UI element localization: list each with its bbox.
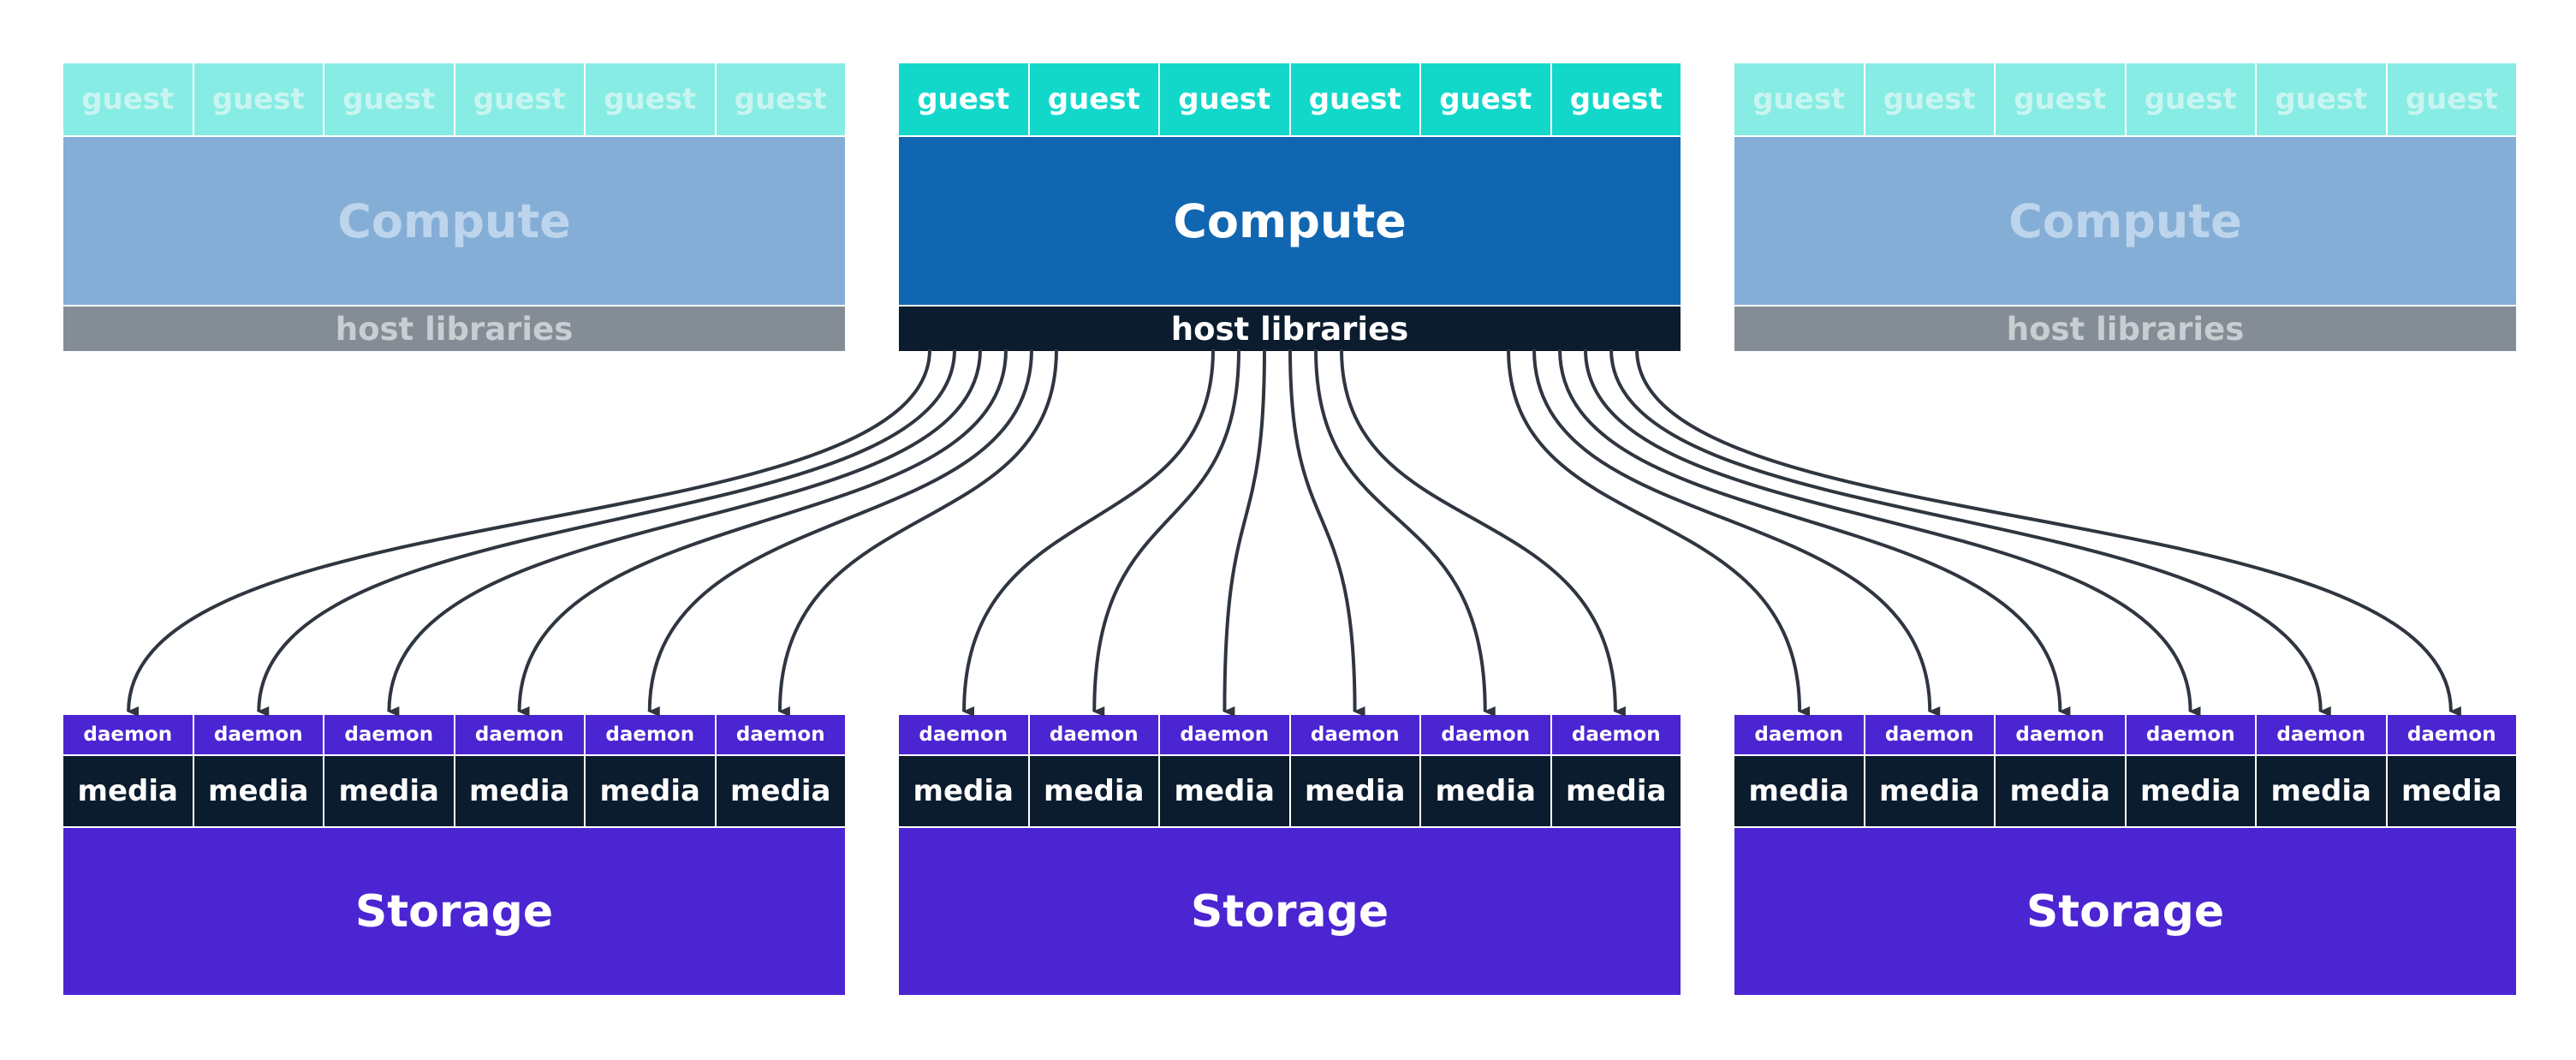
daemon-cell: daemon	[1160, 715, 1291, 754]
daemon-cell: daemon	[1865, 715, 1996, 754]
daemon-cell: daemon	[455, 715, 586, 754]
guest-cell: guest	[1421, 63, 1552, 135]
connection-arrow	[1558, 348, 2071, 717]
storage-label: Storage	[899, 826, 1681, 995]
daemon-cell: daemon	[1734, 715, 1865, 754]
media-cell: media	[1160, 756, 1291, 826]
compute-node-2: guest guest guest guest guest guest Comp…	[899, 63, 1681, 351]
guest-cell: guest	[2257, 63, 2388, 135]
guest-row: guest guest guest guest guest guest	[1734, 63, 2516, 135]
media-cell: media	[899, 756, 1030, 826]
media-cell: media	[2126, 756, 2257, 826]
connection-arrow	[1635, 348, 2461, 717]
connection-arrow	[777, 348, 1058, 718]
daemon-cell: daemon	[1290, 715, 1421, 754]
storage-node-3: daemon daemon daemon daemon daemon daemo…	[1734, 715, 2516, 995]
storage-label: Storage	[1734, 826, 2516, 995]
storage-node-2: daemon daemon daemon daemon daemon daemo…	[899, 715, 1681, 995]
connection-arrow	[1223, 348, 1266, 718]
media-cell: media	[716, 756, 845, 826]
guest-cell: guest	[2126, 63, 2257, 135]
host-libraries-label: host libraries	[1734, 305, 2516, 351]
media-cell: media	[586, 756, 717, 826]
connection-arrow	[1584, 348, 2201, 717]
media-cell: media	[324, 756, 455, 826]
connection-arrow	[517, 348, 1008, 718]
daemon-cell: daemon	[2387, 715, 2516, 754]
media-cell: media	[63, 756, 194, 826]
media-cell: media	[1290, 756, 1421, 826]
daemon-cell: daemon	[1996, 715, 2127, 754]
daemon-cell: daemon	[324, 715, 455, 754]
daemon-cell: daemon	[2257, 715, 2388, 754]
media-cell: media	[193, 756, 324, 826]
guest-cell: guest	[1029, 63, 1160, 135]
media-row: media media media media media media	[1734, 754, 2516, 826]
guest-cell: guest	[63, 63, 194, 135]
guest-cell: guest	[455, 63, 586, 135]
daemon-cell: daemon	[1421, 715, 1552, 754]
guest-cell: guest	[324, 63, 455, 135]
media-cell: media	[1734, 756, 1865, 826]
guest-cell: guest	[716, 63, 845, 135]
guest-cell: guest	[899, 63, 1030, 135]
daemon-row: daemon daemon daemon daemon daemon daemo…	[1734, 715, 2516, 754]
connection-arrow	[962, 348, 1215, 718]
connection-arrow	[1340, 348, 1626, 717]
guest-cell: guest	[2387, 63, 2516, 135]
compute-node-3: guest guest guest guest guest guest Comp…	[1734, 63, 2516, 351]
connection-arrow	[1609, 348, 2331, 717]
connection-arrow	[127, 348, 931, 718]
connection-arrow	[1288, 348, 1365, 717]
guest-cell: guest	[1734, 63, 1865, 135]
guest-cell: guest	[1865, 63, 1996, 135]
guest-cell: guest	[1160, 63, 1291, 135]
compute-label: Compute	[1734, 135, 2516, 305]
guest-cell: guest	[586, 63, 717, 135]
guest-row: guest guest guest guest guest guest	[899, 63, 1681, 135]
host-libraries-label: host libraries	[63, 305, 845, 351]
compute-label: Compute	[63, 135, 845, 305]
daemon-row: daemon daemon daemon daemon daemon daemo…	[899, 715, 1681, 754]
guest-cell: guest	[1551, 63, 1681, 135]
media-cell: media	[2387, 756, 2516, 826]
media-row: media media media media media media	[63, 754, 845, 826]
media-cell: media	[1029, 756, 1160, 826]
daemon-cell: daemon	[716, 715, 845, 754]
daemon-cell: daemon	[1029, 715, 1160, 754]
compute-node-1: guest guest guest guest guest guest Comp…	[63, 63, 845, 351]
guest-cell: guest	[1996, 63, 2127, 135]
daemon-cell: daemon	[899, 715, 1030, 754]
daemon-cell: daemon	[193, 715, 324, 754]
media-cell: media	[455, 756, 586, 826]
media-cell: media	[1421, 756, 1552, 826]
media-cell: media	[1551, 756, 1681, 826]
daemon-cell: daemon	[1551, 715, 1681, 754]
guest-cell: guest	[1290, 63, 1421, 135]
connection-arrow	[1507, 348, 1811, 717]
guest-row: guest guest guest guest guest guest	[63, 63, 845, 135]
connection-arrow	[257, 348, 956, 718]
guest-cell: guest	[193, 63, 324, 135]
storage-node-1: daemon daemon daemon daemon daemon daemo…	[63, 715, 845, 995]
daemon-cell: daemon	[63, 715, 194, 754]
daemon-cell: daemon	[2126, 715, 2257, 754]
connection-arrow	[1532, 348, 1941, 717]
compute-label: Compute	[899, 135, 1681, 305]
connection-arrow	[1092, 348, 1240, 718]
host-libraries-label: host libraries	[899, 305, 1681, 351]
daemon-cell: daemon	[586, 715, 717, 754]
connection-arrow	[387, 348, 982, 718]
connection-arrow	[1314, 348, 1496, 717]
daemon-row: daemon daemon daemon daemon daemon daemo…	[63, 715, 845, 754]
media-cell: media	[2257, 756, 2388, 826]
storage-label: Storage	[63, 826, 845, 995]
media-cell: media	[1865, 756, 1996, 826]
connection-arrow	[647, 348, 1033, 718]
media-row: media media media media media media	[899, 754, 1681, 826]
media-cell: media	[1996, 756, 2127, 826]
